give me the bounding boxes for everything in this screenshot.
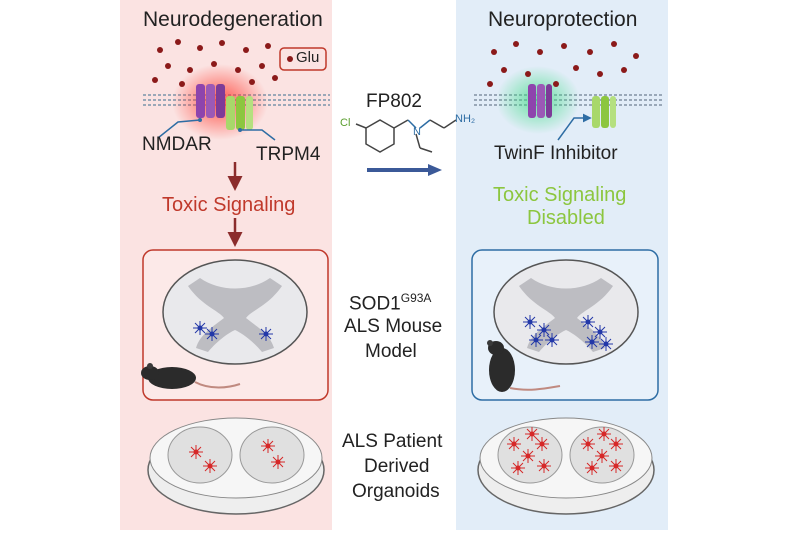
nmdar-receptor-left <box>196 84 225 118</box>
flow-arrowhead <box>428 164 442 176</box>
right-panel-title: Neuroprotection <box>488 8 638 31</box>
model-title-main: SOD1 <box>349 293 401 315</box>
model-line-3: Model <box>365 341 417 362</box>
trpm4-channel-left <box>226 96 253 130</box>
glutamate-dots-left <box>152 39 278 87</box>
atom-nh2: NH₂ <box>455 113 476 125</box>
gray-matter-right <box>519 278 613 352</box>
trpm4-pointer-line <box>240 129 276 141</box>
mouse-right <box>487 340 561 392</box>
glutamate-dots-right <box>487 41 639 87</box>
nmdar-receptor-right <box>528 84 552 118</box>
compound-name: FP802 <box>366 91 422 112</box>
fp802-structure <box>355 119 457 153</box>
nmdar-pointer-line <box>157 119 201 139</box>
atom-cl: Cl <box>340 117 351 129</box>
mouse-left <box>141 363 241 389</box>
left-panel-title: Neurodegeneration <box>143 8 323 31</box>
organoid-line-3: Organoids <box>352 481 440 502</box>
model-line-2: ALS Mouse <box>344 316 443 337</box>
nmdar-label: NMDAR <box>142 134 212 155</box>
twinf-inhibitor-label: TwinF Inhibitor <box>494 143 618 164</box>
organoid-line-1: ALS Patient <box>342 431 443 452</box>
organoid-line-2: Derived <box>364 456 430 477</box>
petri-dish-left <box>147 417 325 515</box>
atom-n: N <box>413 126 421 138</box>
model-title-superscript: G93A <box>400 291 432 305</box>
glu-legend-box <box>279 47 327 71</box>
trpm4-label: TRPM4 <box>256 144 321 165</box>
toxic-signaling-label: Toxic Signaling <box>162 194 296 216</box>
glu-label: Glu <box>296 49 320 66</box>
disabled-signaling-line-2: Disabled <box>527 207 605 229</box>
petri-dish-right <box>477 417 655 515</box>
inhibitor-pointer-line <box>557 113 592 141</box>
trpm4-channel-right <box>592 96 616 128</box>
disabled-signaling-line-1: Toxic Signaling <box>493 184 627 206</box>
model-title: SOD1G93A <box>349 291 432 315</box>
glu-legend-dot <box>287 56 293 62</box>
